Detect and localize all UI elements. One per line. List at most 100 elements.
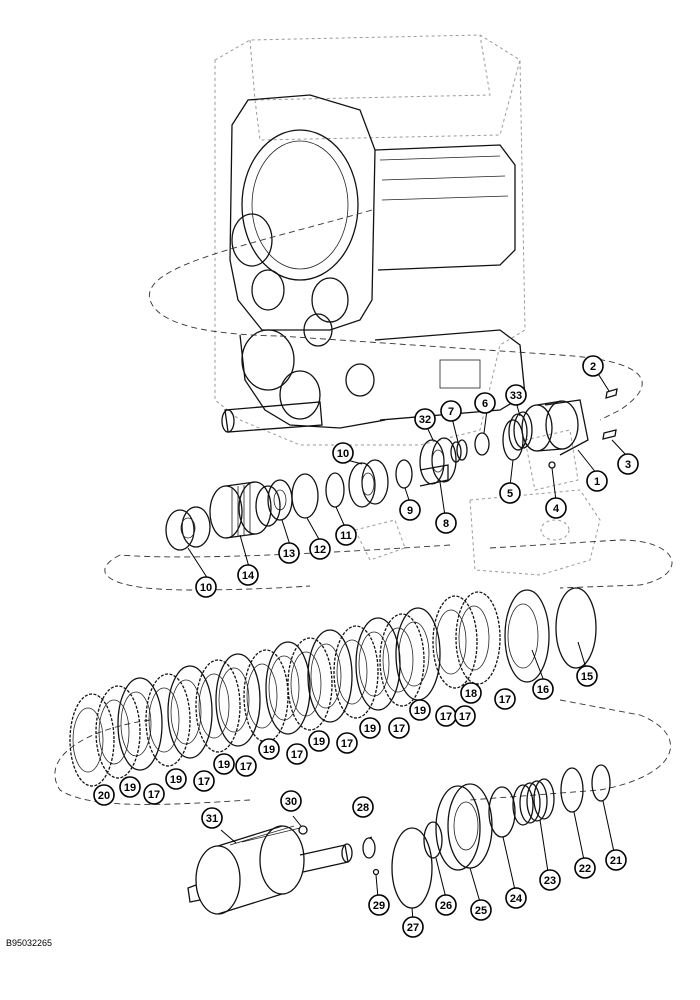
- callout-circle: [388, 717, 410, 739]
- part-33-rings: [508, 411, 533, 451]
- part-28-seal-ring: [362, 837, 376, 859]
- callout-15: 15: [576, 665, 598, 687]
- callout-number: 30: [285, 796, 297, 808]
- clutch-disc-inner-edge: [198, 673, 230, 739]
- callout-number: 11: [340, 530, 352, 542]
- callout-labels: 1234567891010111213141516171717171717171…: [93, 355, 639, 938]
- callout-number: 29: [373, 900, 385, 912]
- callout-17: 17: [143, 783, 165, 805]
- callout-number: 19: [263, 744, 275, 756]
- clutch-disc-gear: [333, 625, 379, 719]
- callout-number: 2: [590, 361, 596, 373]
- callout-16: 16: [532, 678, 554, 700]
- callout-circle: [539, 869, 561, 891]
- callout-number: 17: [459, 711, 471, 723]
- part-10-bearing-lower: [165, 506, 211, 551]
- clutch-disc-gear: [432, 595, 478, 689]
- callout-circle: [414, 408, 436, 430]
- callout-19: 19: [409, 699, 431, 721]
- callout-circle: [193, 770, 215, 792]
- callout-circle: [435, 894, 457, 916]
- callout-19: 19: [359, 717, 381, 739]
- callout-26: 26: [435, 894, 457, 916]
- callout-23: 23: [539, 869, 561, 891]
- part-23-spring: [512, 778, 555, 826]
- callout-number: 7: [448, 406, 454, 418]
- callout-17: 17: [435, 705, 457, 727]
- callout-number: 19: [313, 736, 325, 748]
- callout-number: 25: [475, 905, 487, 917]
- callout-19: 19: [258, 738, 280, 760]
- callout-number: 9: [407, 505, 413, 517]
- callout-circle: [460, 682, 482, 704]
- callout-circle: [582, 355, 604, 377]
- callout-number: 17: [148, 789, 160, 801]
- clutch-disc-inner-edge: [435, 609, 467, 675]
- part-9-washer: [395, 459, 413, 489]
- callout-19: 19: [308, 730, 330, 752]
- callout-number: 14: [242, 570, 255, 582]
- callout-number: 19: [364, 723, 376, 735]
- callout-11: 11: [335, 524, 357, 546]
- clutch-disc-plate: [307, 629, 353, 723]
- callout-circle: [213, 753, 235, 775]
- piston-assembly: [187, 764, 611, 915]
- callout-circle: [335, 524, 357, 546]
- callout-number: 18: [465, 688, 477, 700]
- callout-number: 15: [581, 671, 593, 683]
- clutch-disc-inner-edge: [382, 627, 414, 693]
- callout-circle: [237, 564, 259, 586]
- callout-circle: [280, 790, 302, 812]
- clutch-disc-inner-edge: [398, 621, 430, 687]
- clutch-disc-gear: [287, 637, 333, 731]
- clutch-disc-gear: [69, 693, 115, 787]
- callout-number: 3: [625, 459, 631, 471]
- callout-number: 19: [218, 759, 230, 771]
- clutch-disc-gear: [379, 613, 425, 707]
- part-24-plate: [488, 786, 516, 838]
- callout-19: 19: [119, 776, 141, 798]
- callout-9: 9: [399, 499, 421, 521]
- callout-circle: [532, 678, 554, 700]
- figure-code: B95032265: [6, 938, 53, 948]
- callout-circle: [368, 894, 390, 916]
- callout-circle: [454, 705, 476, 727]
- callout-number: 21: [610, 855, 622, 867]
- callout-circle: [470, 899, 492, 921]
- callout-19: 19: [213, 753, 235, 775]
- callout-number: 17: [499, 694, 511, 706]
- clutch-disc-plate: [167, 665, 213, 759]
- clutch-disc-inner-edge: [98, 699, 130, 765]
- callout-10: 10: [332, 442, 354, 464]
- part-3-bolt: [602, 429, 617, 440]
- clutch-disc-gear: [145, 673, 191, 767]
- callout-circle: [617, 453, 639, 475]
- clutch-disc-plate: [395, 607, 441, 701]
- callout-number: 19: [170, 774, 182, 786]
- callout-circle: [332, 442, 354, 464]
- callout-circle: [359, 717, 381, 739]
- callout-circle: [286, 743, 308, 765]
- callout-14: 14: [237, 564, 259, 586]
- callout-number: 17: [240, 761, 252, 773]
- clutch-disc-gear: [195, 659, 241, 753]
- clutch-disc-plate: [355, 617, 401, 711]
- callout-circle: [235, 755, 257, 777]
- part-2-bolt: [605, 388, 618, 399]
- callout-circle: [352, 796, 374, 818]
- clutch-disc-inner-edge: [72, 707, 104, 773]
- callout-number: 20: [98, 790, 110, 802]
- clutch-disc-pack: [69, 587, 597, 787]
- clutch-disc-inner-edge: [358, 631, 390, 697]
- callout-number: 19: [124, 782, 136, 794]
- callout-1: 1: [586, 470, 608, 492]
- callout-10: 10: [195, 576, 217, 598]
- callout-number: 27: [407, 922, 419, 934]
- callout-circle: [499, 482, 521, 504]
- callout-number: 4: [553, 503, 560, 515]
- part-30-ball: [298, 825, 308, 835]
- callout-number: 17: [393, 723, 405, 735]
- callout-circle: [399, 499, 421, 521]
- callout-circle: [278, 542, 300, 564]
- clutch-disc-inner-edge: [507, 603, 539, 669]
